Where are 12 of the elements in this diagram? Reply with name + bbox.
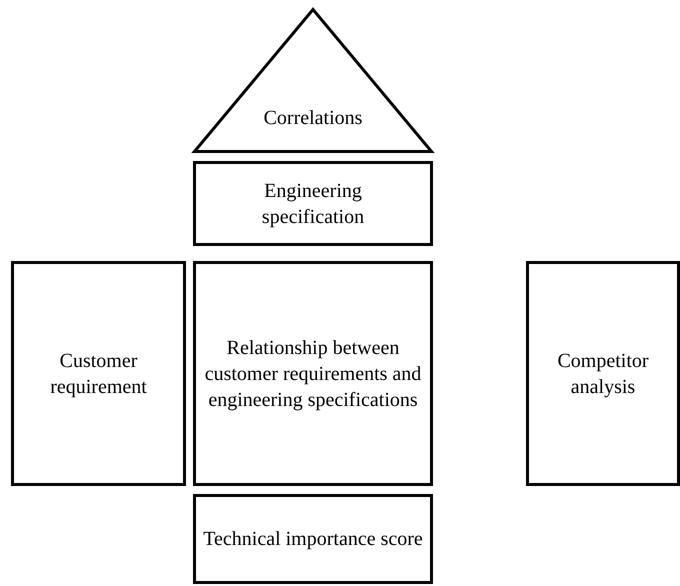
node-label: Technical importance score: [203, 527, 423, 552]
node-label: Relationship between customer requirements and engineering specifications: [204, 336, 422, 412]
bottom-box: [193, 494, 433, 584]
matrix-box: [193, 261, 433, 486]
side-box: [11, 261, 186, 486]
header-box: [193, 161, 433, 246]
roof-triangle: [193, 8, 433, 153]
node-label: Competitor analysis: [556, 348, 650, 400]
side-box: [526, 261, 680, 486]
node-label: Engineering specification: [260, 178, 366, 230]
node-label: Correlations: [264, 106, 362, 131]
node-label: Customer requirement: [49, 348, 148, 400]
